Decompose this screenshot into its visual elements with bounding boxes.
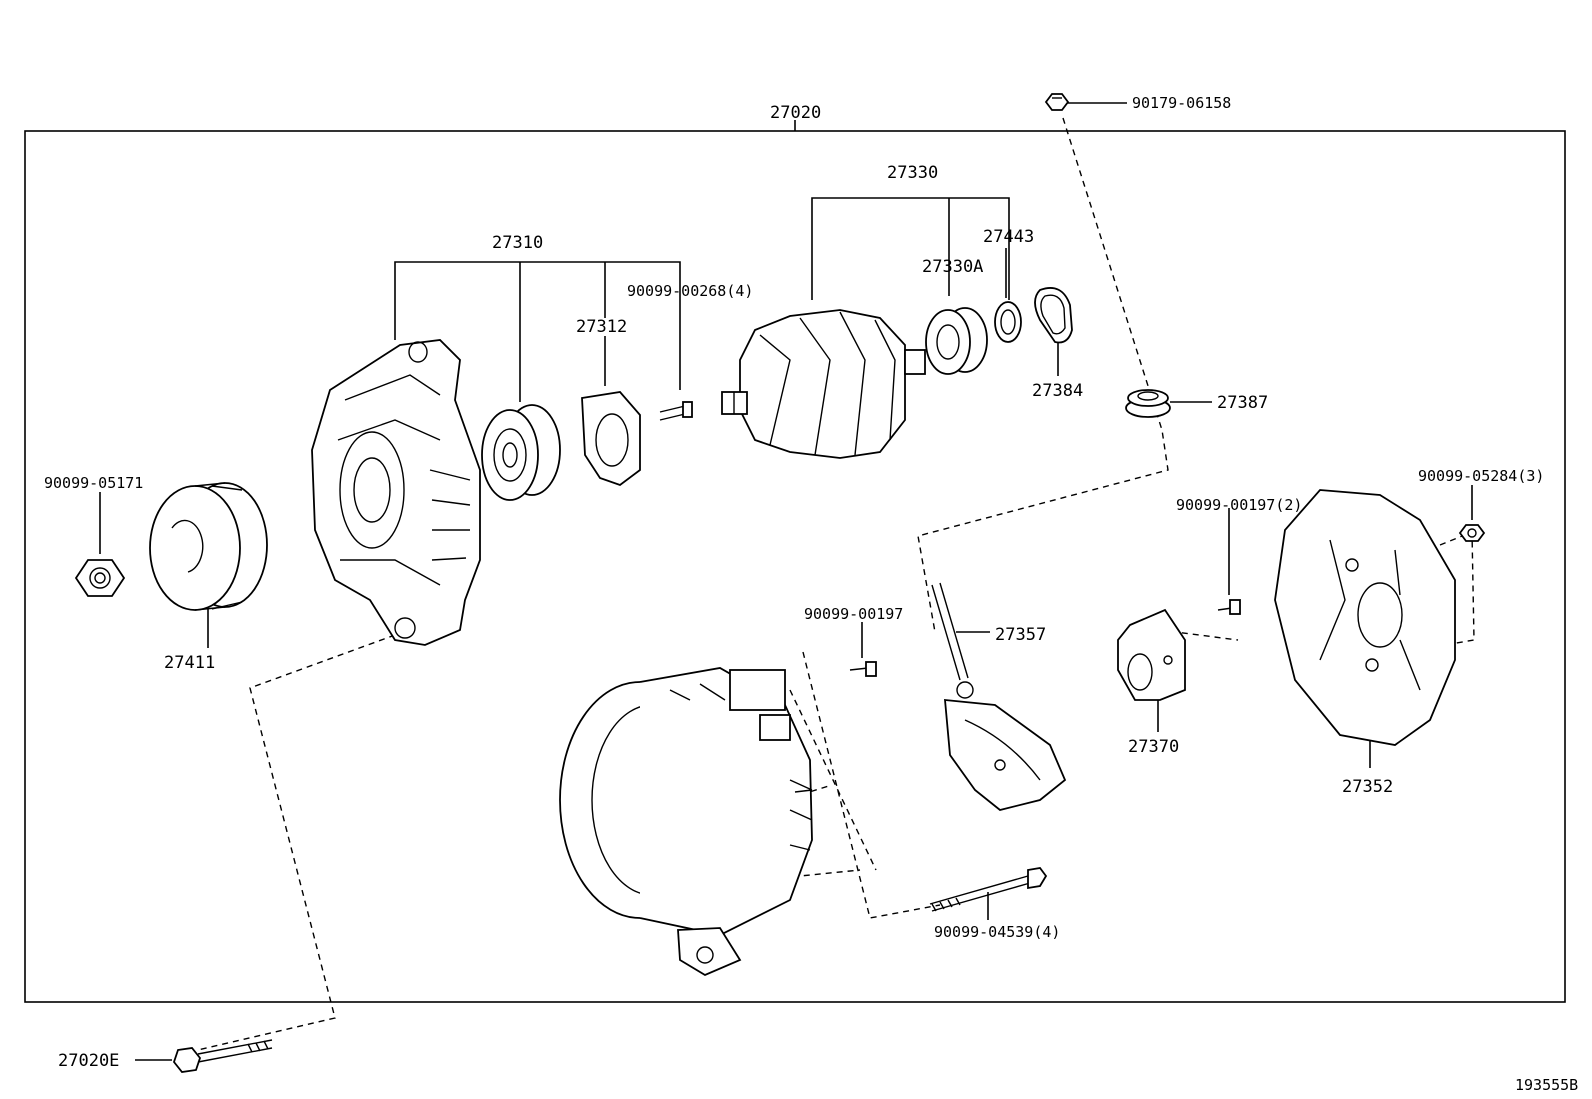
pulley-part [149,482,268,611]
label-rotor: 27330 [887,163,938,183]
pulley-nut-part [74,559,126,597]
label-ring: 27443 [983,227,1034,247]
label-brush-holder: 27370 [1128,737,1179,757]
rear-bearing-part [925,307,988,375]
label-screw-single: 90099-00197 [804,605,903,623]
through-bolt-part [929,867,1048,912]
rear-cover-part [1274,489,1456,746]
label-pulley: 27411 [164,653,215,673]
label-cover-ring: 27384 [1032,381,1083,401]
label-nut-pulley: 90099-05171 [44,474,143,492]
label-screw-brush: 90099-00197(2) [1176,496,1302,514]
nut-top-part [1044,93,1070,111]
label-screw-4: 90099-00268(4) [627,282,753,300]
brush-screw-part [1217,599,1241,615]
label-assembly: 27020 [770,103,821,123]
label-frame-drive: 27310 [492,233,543,253]
label-bolt-4: 90099-04539(4) [934,923,1060,941]
cover-nut-part [1458,524,1486,542]
label-retainer: 27312 [576,317,627,337]
label-rear-cover: 27352 [1342,777,1393,797]
mounting-bolt-part [172,1039,273,1073]
label-rectifier: 27357 [995,625,1046,645]
brush-holder-part [1117,608,1186,701]
bearing-retainer-part [581,391,641,487]
rotor-part [721,309,926,459]
front-bearing-part [481,404,561,501]
label-insulator: 27387 [1217,393,1268,413]
label-bearing-rear: 27330A [922,257,983,277]
label-nut-3: 90099-05284(3) [1418,467,1544,485]
label-nut-top: 90179-06158 [1132,94,1231,112]
insulator-part [1125,389,1171,418]
rectifier-part [931,582,1067,811]
figure-id: 193555B [1515,1076,1578,1094]
single-screw-part [849,661,877,677]
stator-housing-part [559,667,813,977]
drive-end-frame-part [311,339,481,646]
bearing-ring-part [994,301,1022,343]
label-bolt-long: 27020E [58,1051,119,1071]
bearing-cover-part [1034,287,1073,344]
retainer-screw-part [659,401,693,421]
